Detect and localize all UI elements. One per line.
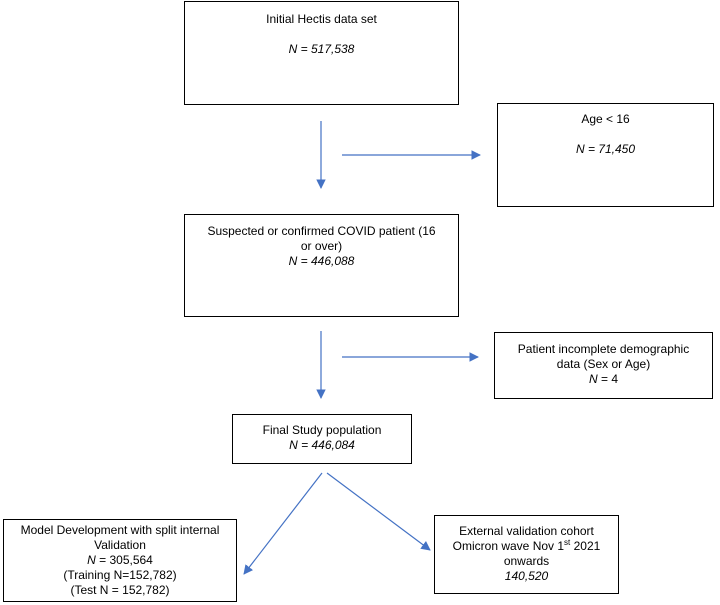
final-title: Final Study population bbox=[262, 423, 382, 437]
model-n: N = 305,564 bbox=[87, 553, 153, 567]
model-test: (Test N = 152,782) bbox=[70, 583, 170, 597]
age-excluded-box: Age < 16 N = 71,450 bbox=[497, 103, 714, 207]
incomplete-title-line1: Patient incomplete demographic bbox=[517, 342, 690, 356]
initial-data-box: Initial Hectis data set N = 517,538 bbox=[184, 1, 459, 105]
external-line2: Omicron wave Nov 1st 2021 bbox=[452, 538, 601, 554]
external-validation-box: External validation cohort Omicron wave … bbox=[434, 515, 619, 594]
arrow-final-to-model bbox=[243, 472, 323, 575]
initial-data-title: Initial Hectis data set bbox=[266, 12, 377, 26]
suspected-title: Suspected or confirmed COVID patient (16… bbox=[207, 224, 436, 253]
final-n: N = 446,084 bbox=[289, 438, 355, 452]
external-n: 140,520 bbox=[504, 569, 549, 583]
age-excluded-n: N = 71,450 bbox=[575, 142, 636, 156]
final-population-box: Final Study population N = 446,084 bbox=[232, 414, 412, 464]
external-line1: External validation cohort bbox=[459, 524, 594, 538]
initial-data-n: N = 517,538 bbox=[288, 42, 355, 56]
model-line1: Model Development with split internal bbox=[20, 523, 220, 537]
model-development-box: Model Development with split internal Va… bbox=[3, 519, 237, 602]
suspected-box: Suspected or confirmed COVID patient (16… bbox=[184, 214, 459, 317]
suspected-n: N = 446,088 bbox=[288, 254, 355, 268]
age-excluded-title: Age < 16 bbox=[581, 112, 630, 126]
incomplete-n: N = 4 bbox=[588, 372, 619, 386]
model-training: (Training N=152,782) bbox=[63, 568, 177, 582]
model-line2: Validation bbox=[94, 538, 146, 552]
arrow-final-to-external bbox=[326, 472, 431, 551]
external-line3: onwards bbox=[503, 554, 550, 568]
incomplete-title-line2: data (Sex or Age) bbox=[556, 357, 651, 371]
incomplete-excluded-box: Patient incomplete demographic data (Sex… bbox=[494, 332, 713, 399]
